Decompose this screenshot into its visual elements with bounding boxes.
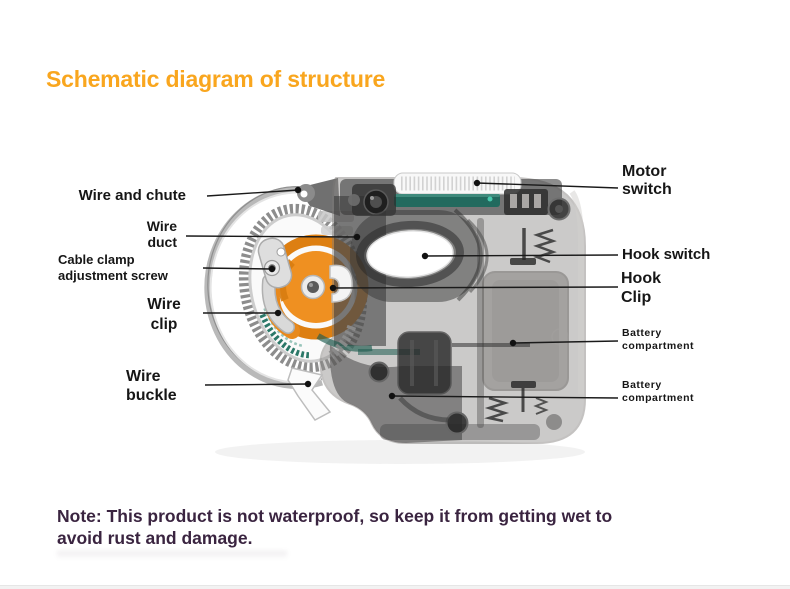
- note-reflection: [57, 551, 287, 559]
- leader-cable-clamp: [202, 267, 273, 270]
- leader-dots: [268, 179, 517, 400]
- label-battery-compartment-bottom: Battery compartment: [622, 379, 695, 404]
- label-wire-and-chute: Wire and chute: [78, 187, 186, 204]
- label-hook-switch: Hook switch: [622, 246, 711, 263]
- chute-end-cap: [297, 178, 340, 216]
- label-cable-clamp-adjustment-screw: Cable clamp adjustment screw: [58, 252, 168, 283]
- clamp-plate: [257, 237, 295, 334]
- battery-spring-bottom: [484, 396, 510, 423]
- page-title: Schematic diagram of structure: [46, 66, 386, 92]
- leader-battery-bottom: [391, 395, 619, 399]
- gear-teeth-visible: [328, 324, 357, 359]
- waterproof-note: Note: This product is not waterproof, so…: [57, 506, 613, 548]
- leader-lines: [185, 182, 619, 399]
- label-hook-clip: Hook Clip: [621, 270, 661, 306]
- screw: [369, 362, 389, 382]
- sensor-lens: [348, 184, 396, 216]
- device-shadow: [215, 440, 585, 464]
- page-bottom-bar: [0, 585, 790, 589]
- circuit-strip: [394, 189, 548, 215]
- screw: [446, 412, 468, 434]
- plate-hole: [276, 247, 286, 257]
- leader-motor-switch: [476, 182, 619, 189]
- leader-wire-duct: [185, 235, 358, 238]
- leader-hook-clip: [332, 286, 619, 289]
- label-wire-duct: Wire duct: [146, 218, 177, 250]
- label-battery-compartment-top: Battery compartment: [622, 327, 695, 352]
- label-wire-buckle: Wire buckle: [126, 368, 177, 404]
- leader-wire-buckle: [204, 383, 309, 386]
- motor-block: [368, 331, 530, 423]
- leader-battery-top: [512, 340, 619, 344]
- spool-center-cap: [300, 274, 326, 300]
- hook-window: [350, 208, 489, 302]
- wire-buckle-lever: [287, 367, 332, 421]
- leader-wire-and-chute: [206, 189, 299, 197]
- leader-hook-switch: [424, 254, 619, 257]
- hook-clip-part: [329, 264, 353, 303]
- wire-chute-arc: [204, 185, 324, 390]
- label-motor-switch: Motor switch: [622, 163, 672, 198]
- battery-spring-top: [533, 228, 557, 264]
- label-wire-clip: Wire clip: [147, 296, 181, 333]
- battery-compartment-area: [445, 197, 571, 435]
